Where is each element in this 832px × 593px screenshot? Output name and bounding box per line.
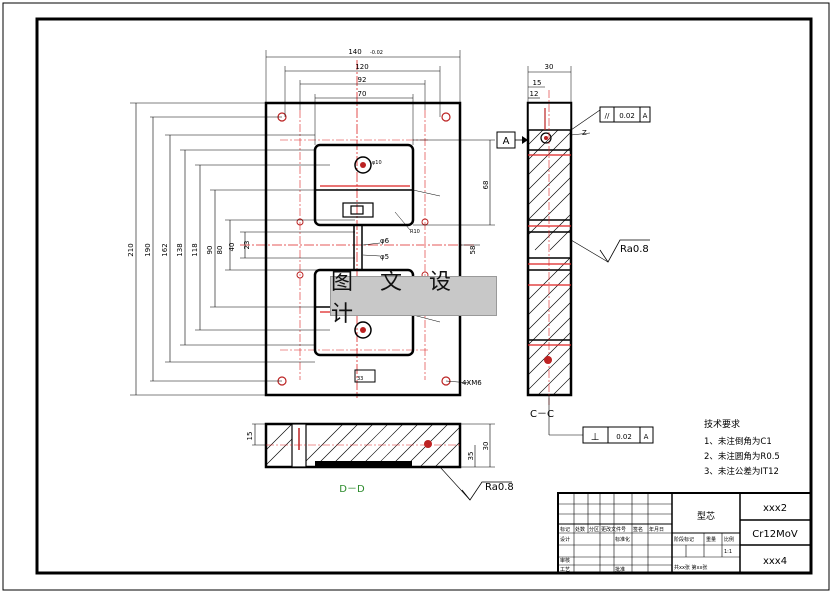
dim-top-92: 92 bbox=[358, 76, 367, 84]
bottom-view bbox=[252, 422, 512, 501]
dim-left-23: 23 bbox=[243, 241, 251, 250]
tb-col-2: 分区 bbox=[589, 526, 599, 533]
tb-col-0: 标记 bbox=[560, 526, 570, 533]
tech-line-3: 3、未注公差为IT12 bbox=[704, 466, 779, 477]
dim-left-80: 80 bbox=[216, 246, 224, 255]
dim-left-40: 40 bbox=[228, 243, 236, 252]
dim-top-70: 70 bbox=[358, 90, 367, 98]
dim-phi5: φ5 bbox=[380, 253, 389, 261]
tb-company: xxx4 bbox=[763, 556, 787, 567]
tech-line-2: 2、未注圆角为R0.5 bbox=[704, 451, 780, 462]
dim-left-162: 162 bbox=[161, 243, 169, 256]
dim-side-z: Z bbox=[582, 129, 587, 137]
tb-material: Cr12MoV bbox=[752, 529, 798, 540]
tech-title: 技术要求 bbox=[704, 418, 740, 430]
dim-dd-15: 15 bbox=[246, 432, 254, 441]
dim-left-118: 118 bbox=[191, 243, 199, 256]
dim-top-140: 140 bbox=[348, 48, 361, 56]
dim-left-210: 210 bbox=[127, 243, 135, 256]
dim-side-15: 15 bbox=[533, 79, 542, 87]
front-view bbox=[130, 50, 495, 398]
gdt-parallel-symbol: // bbox=[605, 112, 610, 120]
dim-left-190: 190 bbox=[144, 243, 152, 256]
drawing-frame bbox=[35, 17, 813, 575]
tb-code: xxx2 bbox=[763, 503, 787, 514]
dim-dd-30: 30 bbox=[482, 442, 490, 451]
title-block bbox=[557, 492, 812, 574]
datum-a-label: A bbox=[503, 136, 510, 147]
tb-col-4: 签名 bbox=[633, 526, 643, 533]
side-view bbox=[496, 66, 654, 444]
tech-line-1: 1、未注倒角为C1 bbox=[704, 436, 772, 447]
section-dd-label: D－D bbox=[339, 484, 365, 495]
gdt-perp-symbol: ⊥ bbox=[591, 432, 600, 443]
tb-row-4: 批准 bbox=[615, 566, 625, 573]
dim-4xm6: 4XM6 bbox=[462, 379, 482, 387]
tb-sheets: 共xx张 第xx张 bbox=[674, 564, 707, 571]
dim-side-12: 12 bbox=[530, 90, 539, 98]
dim-right-68: 68 bbox=[482, 181, 490, 190]
tb-row-3: 工艺 bbox=[560, 567, 570, 573]
dim-top-120: 120 bbox=[355, 63, 368, 71]
dim-left-138: 138 bbox=[176, 243, 184, 256]
dim-phi6: φ6 bbox=[380, 237, 390, 245]
tb-scale: 1:1 bbox=[724, 549, 732, 555]
dim-top-140-tol: -0.02 bbox=[370, 50, 383, 56]
tb-ratio: 比例 bbox=[724, 536, 734, 543]
dim-side-30: 30 bbox=[545, 63, 554, 71]
gdt-perp-ref: A bbox=[644, 433, 649, 441]
dim-r10: R10 bbox=[410, 229, 420, 235]
tb-row-0: 设计 bbox=[560, 536, 570, 543]
dim-bottom-33: 33 bbox=[357, 376, 363, 382]
dim-right-58: 58 bbox=[469, 246, 477, 255]
tb-row-2: 审核 bbox=[560, 557, 570, 564]
dim-left-90: 90 bbox=[206, 246, 214, 255]
tb-col-3: 更改文件号 bbox=[601, 526, 626, 533]
gdt-parallel-value: 0.02 bbox=[619, 112, 635, 120]
roughness-bottom: Ra0.8 bbox=[485, 482, 514, 493]
tb-weight: 重量 bbox=[706, 536, 716, 543]
plate-outline bbox=[264, 101, 462, 397]
section-cc-label: C－C bbox=[530, 409, 554, 420]
gdt-parallel-ref: A bbox=[643, 112, 648, 120]
tb-stage: 阶段标记 bbox=[674, 536, 694, 543]
gdt-perp-value: 0.02 bbox=[616, 433, 632, 441]
dim-dd-35: 35 bbox=[467, 452, 475, 461]
watermark-banner: 图 文 设 计 bbox=[330, 270, 497, 327]
roughness-side: Ra0.8 bbox=[620, 244, 649, 255]
tb-col-5: 年月日 bbox=[649, 526, 664, 533]
upper-pocket bbox=[313, 143, 415, 227]
tb-row-1: 标准化 bbox=[615, 536, 630, 543]
tb-col-1: 处数 bbox=[575, 526, 585, 533]
dim-phi10: φ10 bbox=[372, 160, 382, 166]
tb-part-name: 型芯 bbox=[697, 510, 715, 522]
